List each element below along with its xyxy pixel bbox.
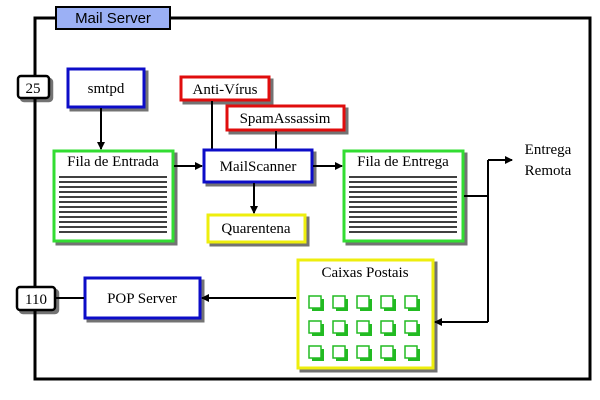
port-25 bbox=[16, 74, 51, 100]
mailbox-icon bbox=[380, 345, 396, 361]
server-title-label: Mail Server bbox=[75, 10, 151, 27]
mailbox-icon bbox=[332, 345, 348, 361]
server-title: Mail Server bbox=[55, 6, 171, 30]
fila-entrada-lines bbox=[59, 176, 167, 233]
mailbox-icon bbox=[332, 320, 348, 336]
antivirus-label: Anti-Vírus bbox=[193, 82, 258, 98]
pop-server-label: POP Server bbox=[107, 291, 177, 307]
mailbox-icon bbox=[404, 295, 420, 311]
mailbox-icon bbox=[380, 320, 396, 336]
spamassassin-label: SpamAssassim bbox=[240, 111, 331, 127]
spamassassin-box bbox=[225, 104, 346, 132]
caixas-postais-label: Caixas Postais bbox=[321, 265, 408, 281]
mailbox-icon bbox=[308, 295, 324, 311]
port-25-label: 25 bbox=[26, 81, 41, 97]
smtpd-label: smtpd bbox=[88, 81, 125, 97]
mailbox-icon bbox=[332, 295, 348, 311]
mailbox-icon bbox=[356, 320, 372, 336]
entrega-remota-line2: Remota bbox=[525, 163, 572, 179]
mailbox-icon bbox=[356, 295, 372, 311]
pop-server-box bbox=[83, 276, 202, 320]
server-frame bbox=[33, 16, 592, 381]
mailbox-grid bbox=[308, 295, 420, 361]
fila-entrada-box bbox=[52, 149, 175, 243]
quarentena-label: Quarentena bbox=[221, 221, 290, 237]
mailbox-icon bbox=[380, 295, 396, 311]
flow-arrows bbox=[56, 108, 513, 326]
mailscanner-box bbox=[202, 148, 314, 184]
fila-entrega-label: Fila de Entrega bbox=[357, 154, 449, 170]
quarentena-box bbox=[206, 213, 307, 244]
mailbox-icon bbox=[308, 320, 324, 336]
fila-entrega-box bbox=[342, 149, 465, 243]
mailbox-icon bbox=[356, 345, 372, 361]
mailbox-icon bbox=[404, 320, 420, 336]
port-110 bbox=[15, 285, 57, 312]
mailbox-icon bbox=[404, 345, 420, 361]
mailscanner-label: MailScanner bbox=[220, 159, 297, 175]
mailbox-icon bbox=[308, 345, 324, 361]
fila-entrega-lines bbox=[349, 176, 457, 233]
entrega-remota-line1: Entrega bbox=[525, 142, 572, 158]
fila-entrada-label: Fila de Entrada bbox=[67, 154, 159, 170]
antivirus-box bbox=[179, 75, 271, 102]
smtpd-box bbox=[66, 67, 146, 109]
port-110-label: 110 bbox=[25, 292, 47, 308]
